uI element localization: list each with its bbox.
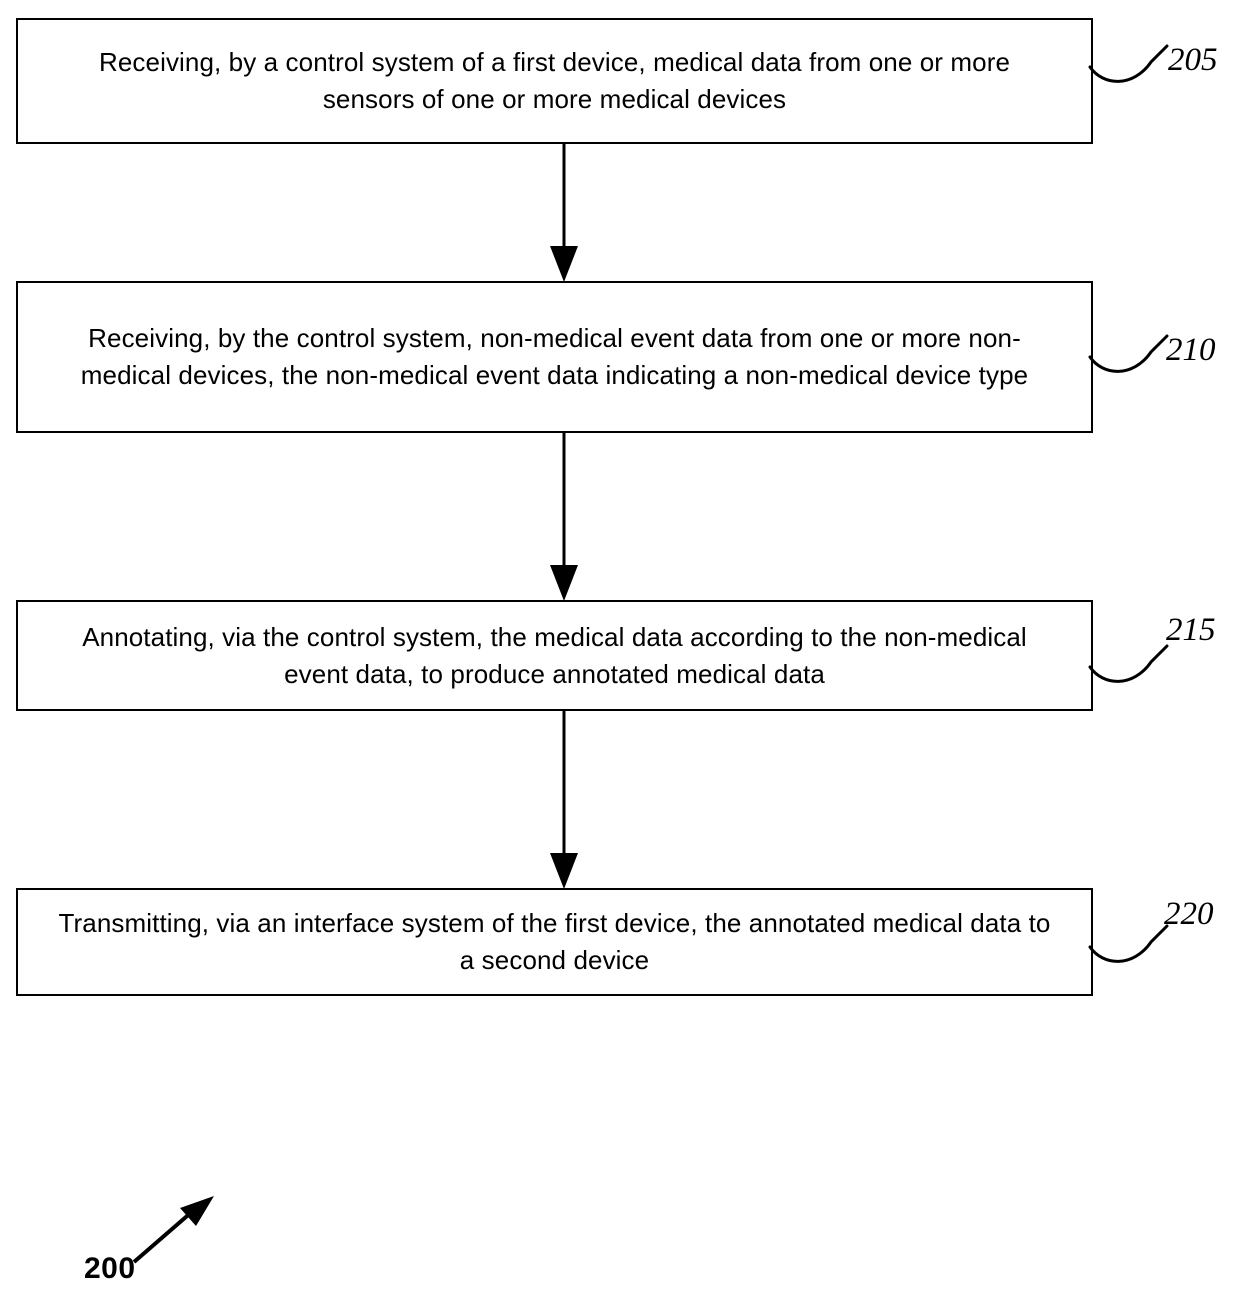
flowchart-step-box-220: Transmitting, via an interface system of… xyxy=(16,888,1093,996)
flowchart-step-box-205: Receiving, by a control system of a firs… xyxy=(16,18,1093,144)
flowchart-step-box-210: Receiving, by the control system, non-me… xyxy=(16,281,1093,433)
connector-arrow-210-to-215 xyxy=(550,433,578,601)
reference-numeral-205: 205 xyxy=(1168,42,1218,78)
connector-arrow-215-to-220 xyxy=(550,711,578,889)
leader-line-220 xyxy=(1088,924,1169,963)
leader-line-205 xyxy=(1088,44,1169,83)
flowchart-step-text-220: Transmitting, via an interface system of… xyxy=(58,908,1051,975)
reference-numeral-210: 210 xyxy=(1166,332,1216,368)
leader-line-210 xyxy=(1088,334,1169,373)
reference-numeral-215: 215 xyxy=(1166,612,1216,648)
flowchart-step-text-205: Receiving, by a control system of a firs… xyxy=(98,47,1011,114)
flowchart-step-box-215: Annotating, via the control system, the … xyxy=(16,600,1093,711)
reference-numeral-220: 220 xyxy=(1164,896,1214,932)
figure-callout-arrow-icon xyxy=(132,1196,214,1264)
flowchart-step-text-210: Receiving, by the control system, non-me… xyxy=(80,323,1029,390)
leader-line-215 xyxy=(1088,644,1169,683)
figure-reference-numeral-200: 200 xyxy=(84,1252,136,1285)
connector-arrow-205-to-210 xyxy=(550,144,578,282)
flowchart-step-text-215: Annotating, via the control system, the … xyxy=(82,621,1027,689)
